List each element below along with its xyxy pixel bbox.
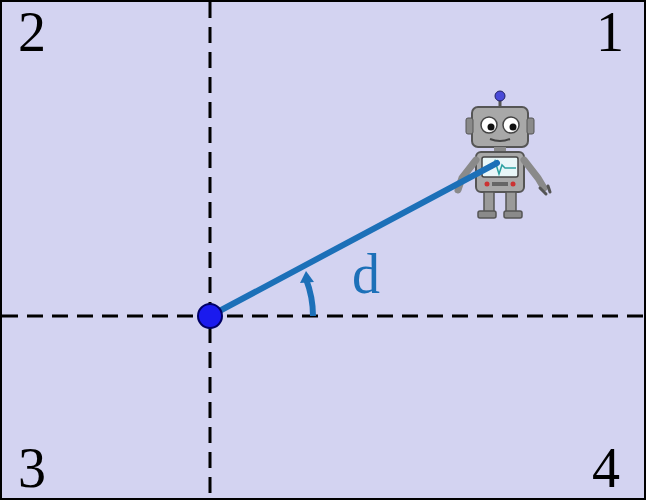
quadrant-number: 4 — [592, 440, 620, 496]
distance-line — [210, 163, 497, 316]
angle-arrowhead — [300, 271, 314, 283]
angle-label: d — [352, 246, 380, 302]
robot-figure — [458, 91, 550, 218]
horizontal-axis — [2, 315, 644, 318]
angle-arc — [306, 279, 313, 316]
quadrant-number: 2 — [18, 4, 46, 60]
vertical-axis — [209, 2, 212, 498]
quadrant-number: 3 — [18, 440, 46, 496]
quadrant-number: 1 — [596, 4, 624, 60]
origin-dot — [198, 304, 222, 328]
